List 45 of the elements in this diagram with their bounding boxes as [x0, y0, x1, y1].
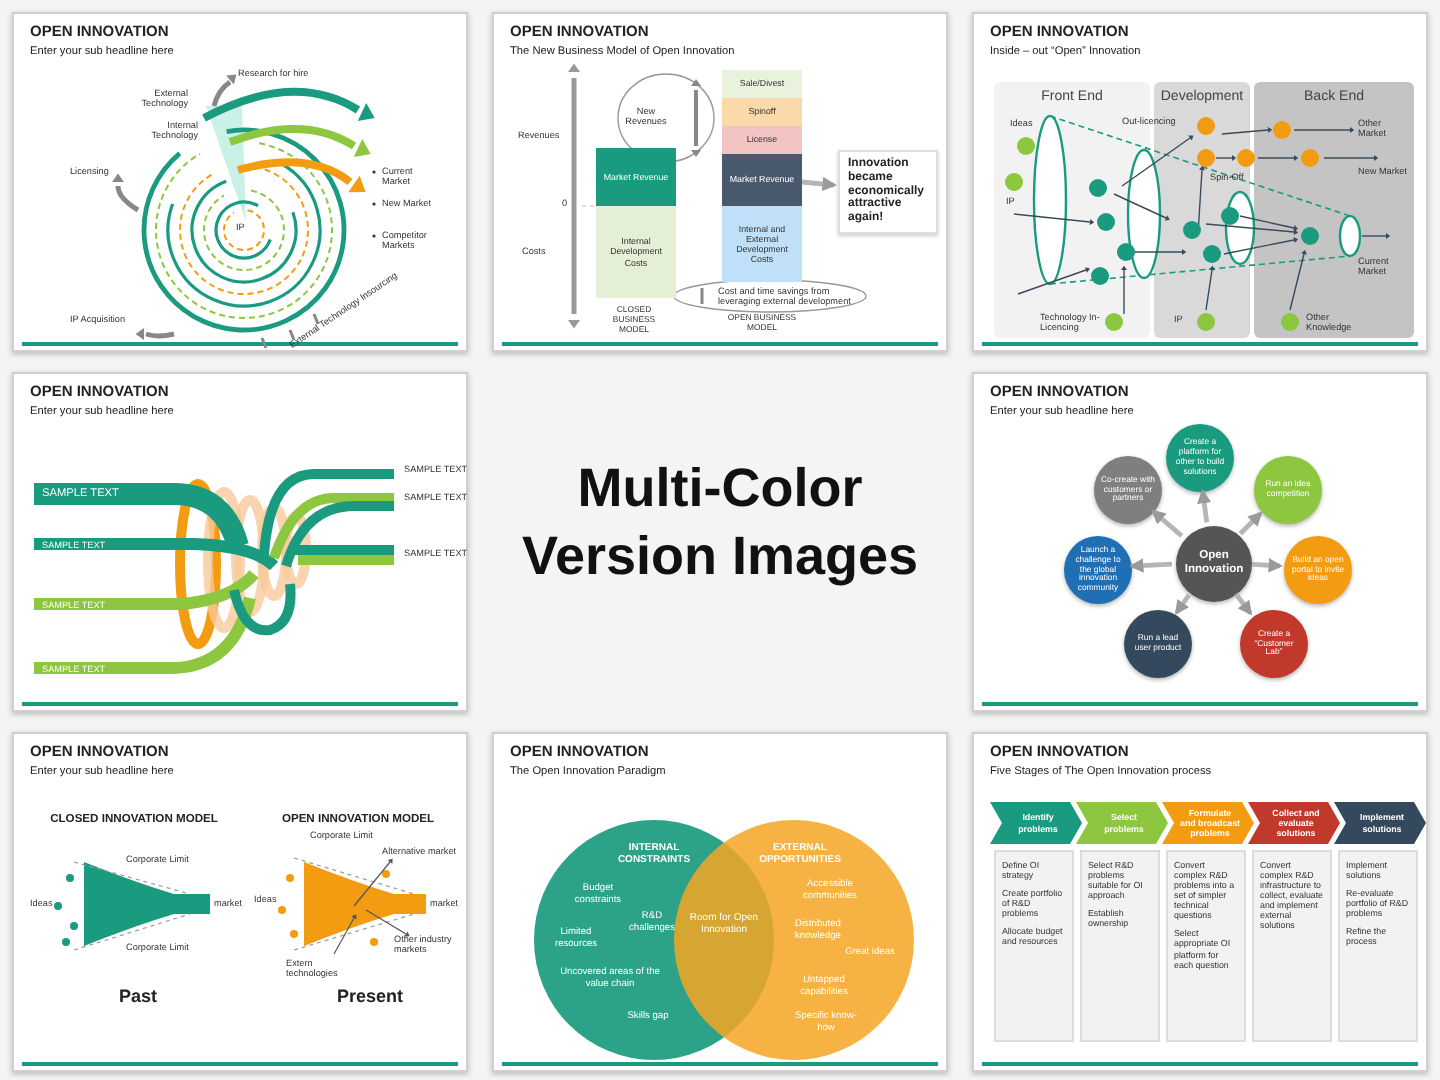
heading-text: Past: [116, 986, 159, 1007]
arrow: [1238, 511, 1263, 536]
arrow: [1151, 509, 1184, 538]
bar-segment: [596, 148, 676, 206]
slide-panel: [972, 12, 1428, 352]
idea-circle: [1124, 610, 1192, 678]
idea-circle: [1166, 424, 1234, 492]
bar-segment: [722, 206, 802, 282]
heading-text: Present: [334, 986, 406, 1007]
idea-circle: [1240, 610, 1308, 678]
stage-header: [1334, 802, 1426, 844]
bar-segment: [722, 98, 802, 126]
bar-segment: [722, 70, 802, 98]
stage-card: [1166, 850, 1246, 1042]
stage-header: [1248, 802, 1340, 844]
stage-card: [994, 850, 1074, 1042]
hub-circle: [1176, 526, 1252, 602]
bar-segment: [722, 126, 802, 154]
arrow: [1234, 592, 1253, 616]
slide-panel: [492, 732, 948, 1072]
stage-header: [1076, 802, 1168, 844]
idea-circle: [1254, 456, 1322, 524]
arrow: [1129, 558, 1173, 573]
idea-circle: [1064, 536, 1132, 604]
slide-panel: [12, 12, 468, 352]
bar-segment: [596, 206, 676, 298]
bar-segment: [722, 154, 802, 206]
slide-panel: [972, 732, 1428, 1072]
idea-circle: [1094, 456, 1162, 524]
arrow: [801, 176, 837, 192]
arrow: [1197, 488, 1212, 523]
slide-panel: [12, 732, 468, 1072]
stage-header: [990, 802, 1082, 844]
stage-card: [1338, 850, 1418, 1042]
slide-panel: [972, 372, 1428, 712]
arrow: [1251, 558, 1283, 573]
arrow: [1174, 593, 1192, 615]
stage-card: [1252, 850, 1332, 1042]
page-title: Multi-Color Version Images: [519, 456, 921, 590]
callout-box: [838, 150, 938, 234]
slide-panel: [492, 12, 948, 352]
idea-circle: [1284, 536, 1352, 604]
stage-header: [1162, 802, 1254, 844]
slide-panel: [12, 372, 468, 712]
stage-card: [1080, 850, 1160, 1042]
